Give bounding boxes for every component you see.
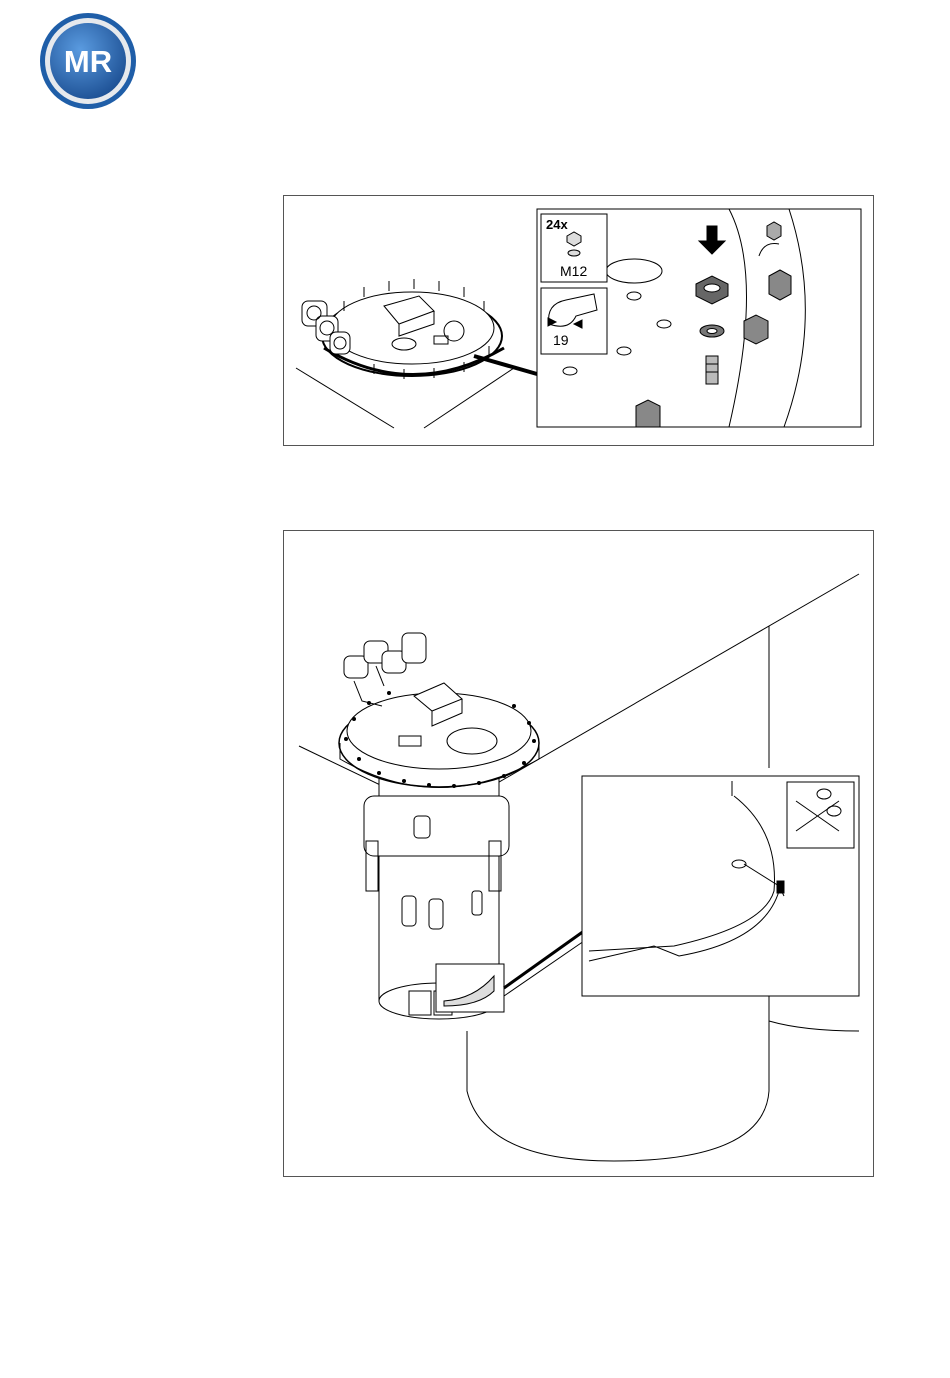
figure-tank-cut [283,530,874,1177]
logo-text: MR [64,44,112,79]
mr-logo: MR [38,11,138,111]
quantity-label: 24x [546,217,568,232]
bolt-size-label: M12 [560,263,587,279]
figure-cover-bolts: 24x M12 19 [283,195,874,446]
cover-illustration [284,196,875,447]
wrench-size-label: 19 [553,332,569,348]
tank-illustration [284,531,875,1178]
